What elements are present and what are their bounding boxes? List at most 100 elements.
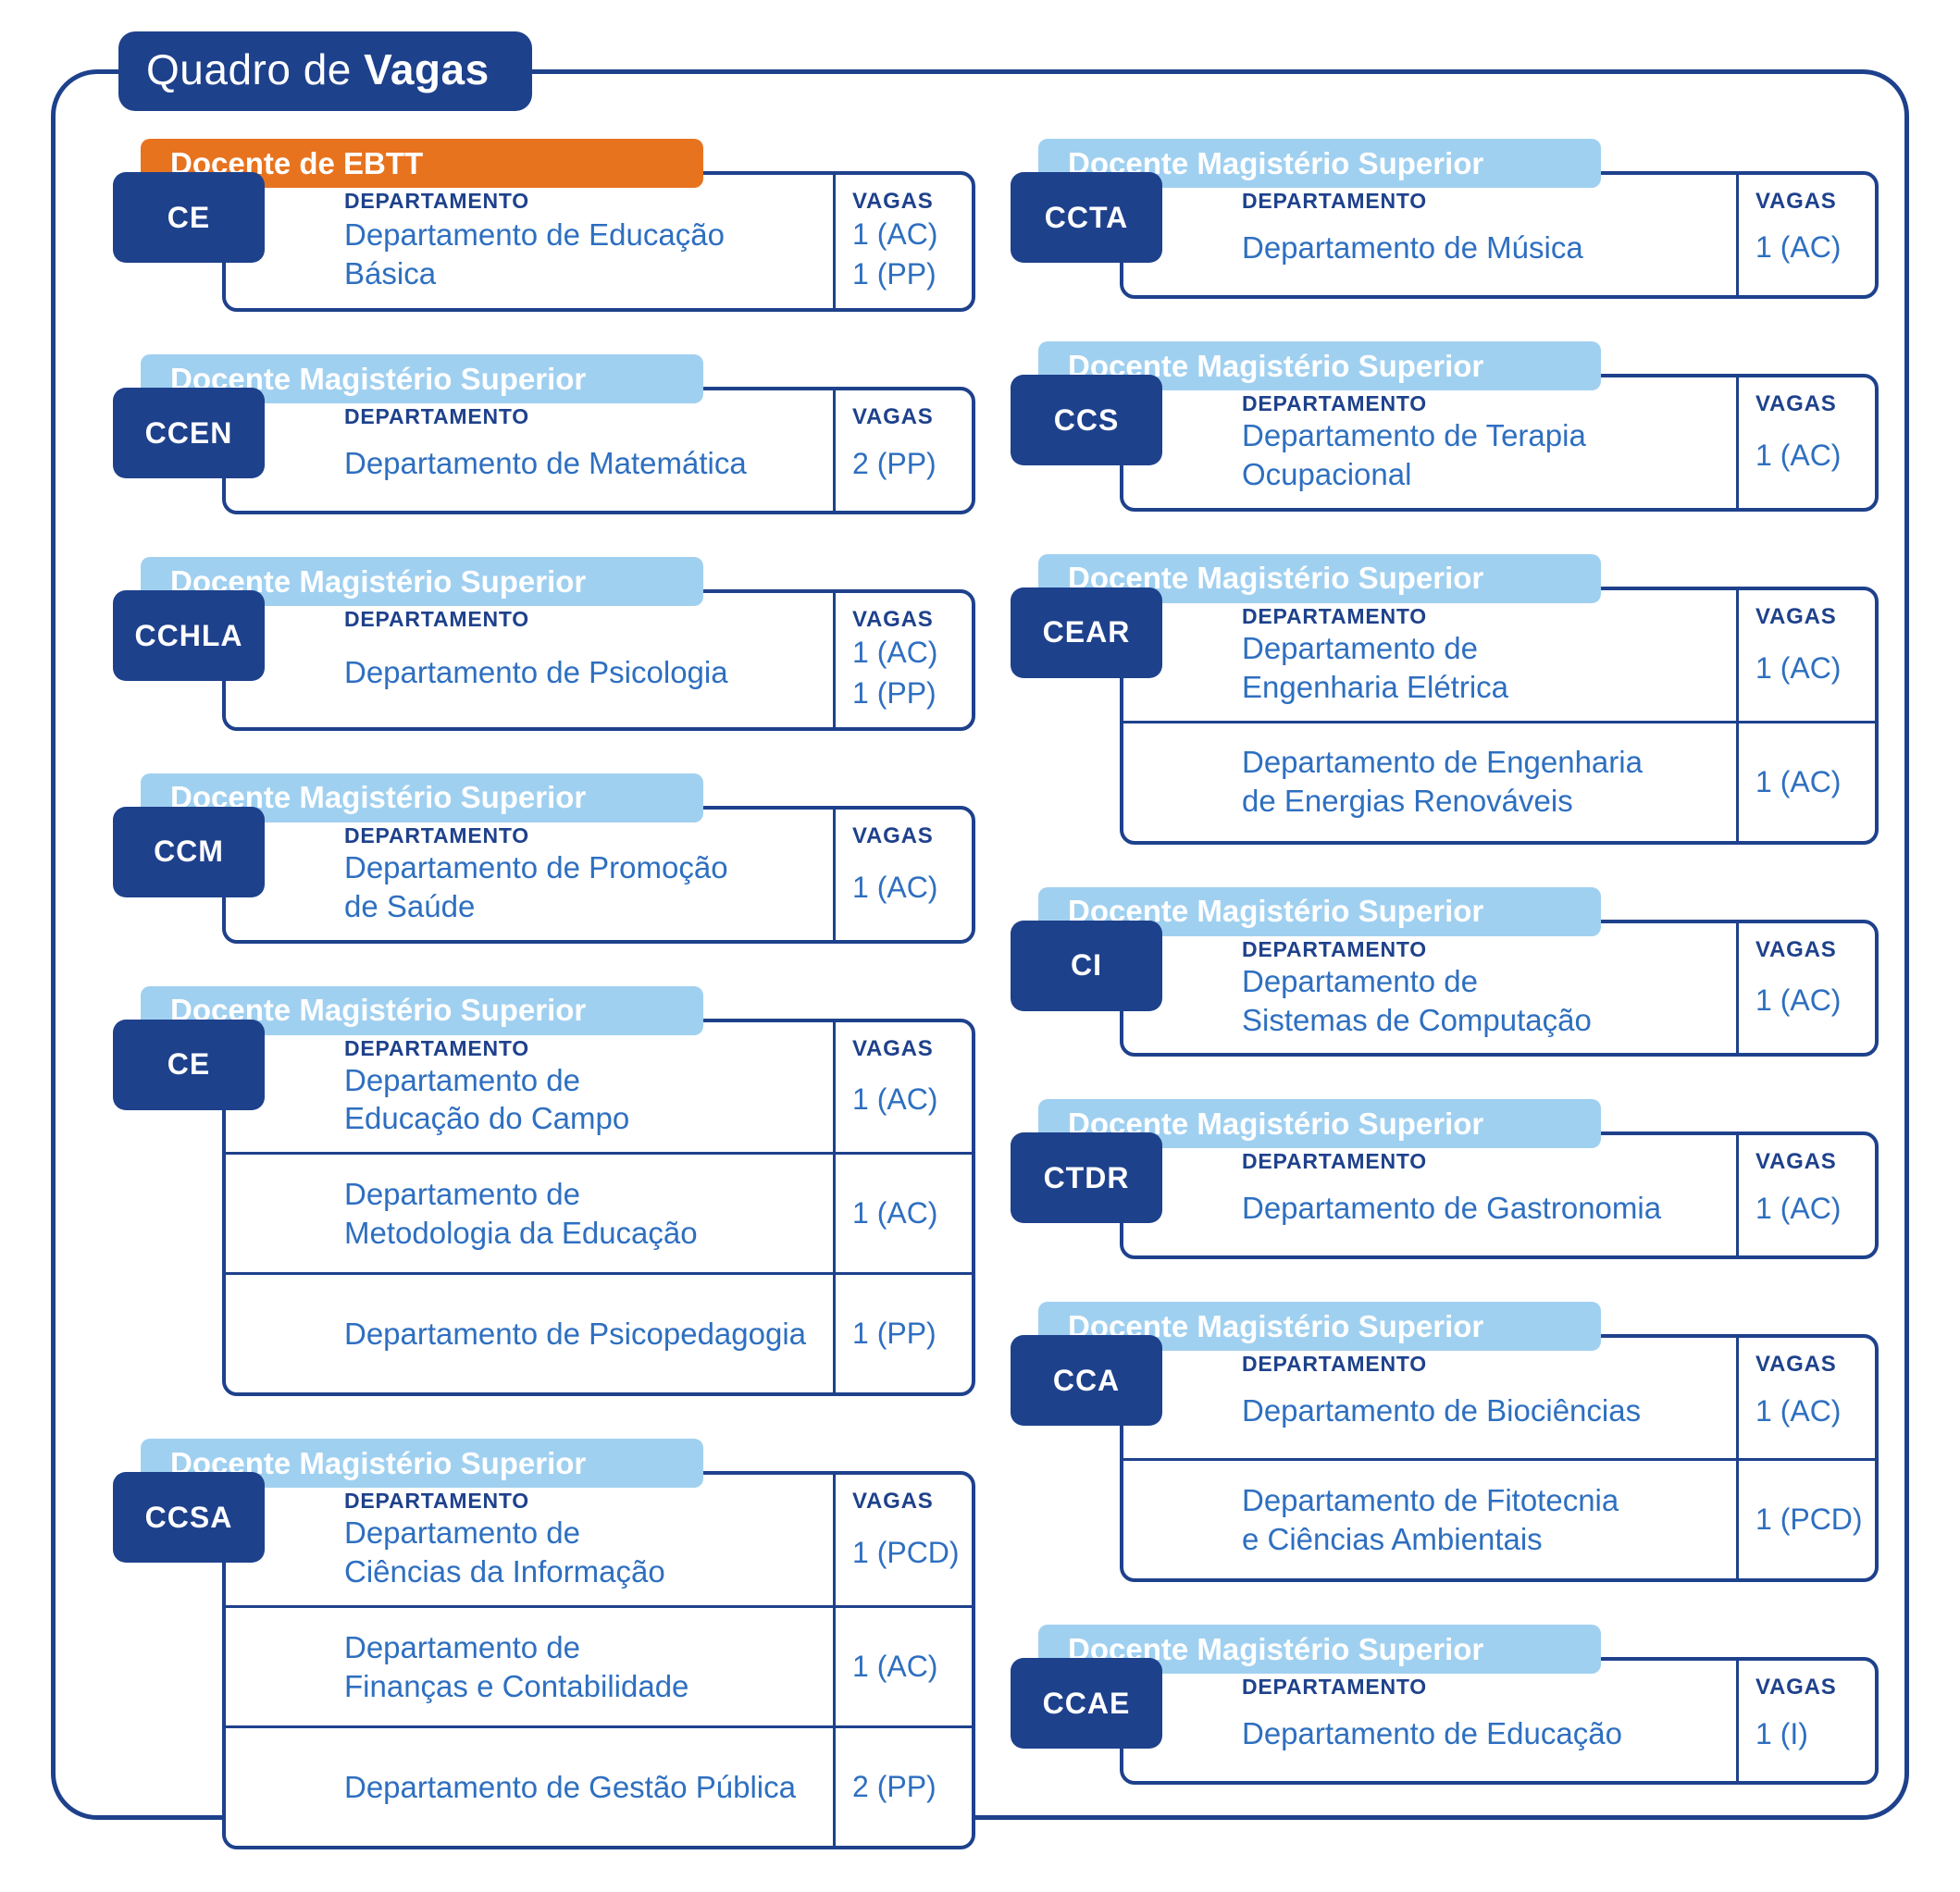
vacancies-value: 1 (I): [1755, 1716, 1808, 1750]
department-cell: Departamento de Fitotecnia e Ciências Am…: [1123, 1461, 1736, 1578]
page-title: Quadro de Vagas: [118, 31, 532, 111]
department-name: Departamento de Educação: [1242, 1715, 1622, 1750]
card-body: DEPARTAMENTO Departamento de Terapia Ocu…: [1120, 374, 1879, 512]
vacancies-column-header: VAGAS: [1755, 1352, 1837, 1378]
vacancies-column-header: VAGAS: [1755, 936, 1837, 962]
card-body: DEPARTAMENTO Departamento de Biociências…: [1120, 1334, 1879, 1583]
vacancies-cell: VAGAS 1 (AC): [1736, 1135, 1875, 1256]
vacancies-value-wrap: 1 (I): [1755, 1700, 1867, 1767]
center-badge: CCS: [1011, 375, 1162, 465]
department-cell: DEPARTAMENTO Departamento de Matemática: [226, 390, 833, 511]
department-name-wrap: Departamento de Ciências da Informação: [344, 1514, 818, 1591]
page-title-emphasis: Vagas: [364, 45, 490, 93]
vacancies-column-header: VAGAS: [852, 1035, 934, 1061]
department-row: DEPARTAMENTO Departamento de Terapia Ocu…: [1123, 377, 1875, 508]
department-column-header: DEPARTAMENTO: [1242, 603, 1427, 628]
vacancies-cell: VAGAS 1 (AC): [1736, 377, 1875, 508]
department-cell: DEPARTAMENTO Departamento de Biociências: [1123, 1338, 1736, 1458]
card-body: DEPARTAMENTO Departamento de Educação do…: [222, 1018, 975, 1397]
department-name-wrap: Departamento de Promoção de Saúde: [344, 848, 818, 926]
center-badge-label: CEAR: [1042, 615, 1131, 649]
department-column-header: DEPARTAMENTO: [344, 1035, 529, 1060]
vacancy-card-ci: Docente Magistério Superior DEPARTAMENTO…: [1011, 886, 1879, 1057]
center-badge-label: CI: [1071, 948, 1102, 983]
department-name-wrap: Departamento de Psicopedagogia: [344, 1289, 818, 1379]
vacancies-value-wrap: 1 (AC): [852, 849, 964, 926]
vacancies-cell: VAGAS 1 (AC): [1736, 1338, 1875, 1459]
department-row: Departamento de Engenharia de Energias R…: [1123, 720, 1875, 841]
vacancies-value: 1 (PCD): [852, 1536, 960, 1570]
vacancies-cell: VAGAS 1 (AC): [833, 1021, 972, 1153]
vacancies-column-header: VAGAS: [1755, 391, 1837, 416]
center-badge: CI: [1011, 920, 1162, 1011]
department-row: DEPARTAMENTO Departamento de Música VAGA…: [1123, 175, 1875, 295]
department-row: DEPARTAMENTO Departamento de Promoção de…: [226, 809, 972, 940]
center-badge-label: CE: [167, 1047, 211, 1082]
vacancies-column-header: VAGAS: [852, 607, 934, 633]
department-cell: DEPARTAMENTO Departamento de Educação Bá…: [226, 175, 833, 308]
vacancies-value: 2 (PP): [852, 446, 937, 480]
department-cell: DEPARTAMENTO Departamento de Educação do…: [226, 1022, 833, 1153]
department-name-wrap: Departamento de Terapia Ocupacional: [1242, 416, 1721, 494]
department-cell: Departamento de Psicopedagogia: [226, 1275, 833, 1392]
vacancies-column-header: VAGAS: [852, 822, 934, 848]
vacancies-value-wrap: 1 (PCD): [1755, 1475, 1867, 1564]
vacancies-cell: 2 (PP): [833, 1728, 972, 1847]
vacancies-cell: 1 (PCD): [1736, 1461, 1875, 1579]
center-badge: CE: [113, 172, 265, 263]
department-name: Departamento de Psicologia: [344, 655, 728, 690]
vacancy-card-ccen: Docente Magistério Superior DEPARTAMENTO…: [113, 354, 975, 515]
department-cell: Departamento de Finanças e Contabilidade: [226, 1608, 833, 1725]
department-name-wrap: Departamento de Educação Básica: [344, 214, 818, 294]
vacancies-column-header: VAGAS: [1755, 603, 1837, 629]
department-name: Departamento de Ciências da Informação: [344, 1515, 665, 1589]
department-column-header: DEPARTAMENTO: [1242, 391, 1427, 415]
department-column-header: DEPARTAMENTO: [1242, 1149, 1427, 1174]
vacancy-card-cca: Docente Magistério Superior DEPARTAMENTO…: [1011, 1302, 1879, 1583]
vacancies-value-wrap: 1 (AC): [1755, 737, 1867, 827]
vacancies-value-wrap: 1 (AC) 1 (PP): [852, 633, 964, 712]
department-name: Departamento de Gastronomia: [1242, 1190, 1662, 1225]
department-cell: DEPARTAMENTO Departamento de Promoção de…: [226, 810, 833, 940]
center-badge: CCSA: [113, 1472, 265, 1564]
vacancies-column-header: VAGAS: [1755, 189, 1837, 214]
department-column-header: DEPARTAMENTO: [344, 404, 529, 429]
vacancies-column-header: VAGAS: [1755, 1149, 1837, 1175]
department-name-wrap: Departamento de Educação do Campo: [344, 1061, 818, 1139]
vacancies-value-wrap: 1 (AC): [1755, 417, 1867, 494]
vacancy-card-cchla: Docente Magistério Superior DEPARTAMENTO…: [113, 557, 975, 731]
center-badge: CCEN: [113, 388, 265, 479]
page-title-prefix: Quadro de: [146, 45, 365, 93]
card-body: DEPARTAMENTO Departamento de Sistemas de…: [1120, 919, 1879, 1057]
vacancies-cell: VAGAS 1 (PCD): [833, 1475, 972, 1606]
vacancies-column-header: VAGAS: [852, 189, 934, 214]
department-name: Departamento de Sistemas de Computação: [1242, 963, 1592, 1037]
card-body: DEPARTAMENTO Departamento de Matemática …: [222, 387, 975, 515]
department-column-header: DEPARTAMENTO: [344, 607, 529, 632]
department-cell: Departamento de Metodologia da Educação: [226, 1155, 833, 1272]
vacancy-card-ccta: Docente Magistério Superior DEPARTAMENTO…: [1011, 139, 1879, 299]
department-name-wrap: Departamento de Educação: [1242, 1700, 1721, 1767]
department-name: Departamento de Terapia Ocupacional: [1242, 418, 1586, 491]
card-body: DEPARTAMENTO Departamento de Promoção de…: [222, 805, 975, 944]
center-badge-label: CTDR: [1043, 1160, 1130, 1194]
department-row: DEPARTAMENTO Departamento de Matemática …: [226, 390, 972, 512]
vacancies-cell: VAGAS 1 (AC): [1736, 175, 1875, 295]
department-name-wrap: Departamento de Engenharia Elétrica: [1242, 629, 1721, 707]
vacancy-card-ccae: Docente Magistério Superior DEPARTAMENTO…: [1011, 1625, 1879, 1786]
department-cell: DEPARTAMENTO Departamento de Educação: [1123, 1661, 1736, 1781]
vacancies-value: 1 (AC) 1 (PP): [852, 217, 938, 291]
vacancies-cell: VAGAS 2 (PP): [833, 390, 972, 512]
department-row: DEPARTAMENTO Departamento de Engenharia …: [1123, 589, 1875, 721]
vacancies-cell: VAGAS 1 (AC): [1736, 589, 1875, 721]
vacancy-card-ccm: Docente Magistério Superior DEPARTAMENTO…: [113, 773, 975, 944]
vacancy-card-ce-ebtt: Docente de EBTT DEPARTAMENTO Departament…: [113, 139, 975, 313]
department-name: Departamento de Gestão Pública: [344, 1769, 796, 1804]
vacancies-cell: VAGAS 1 (AC): [833, 809, 972, 940]
department-name: Departamento de Engenharia Elétrica: [1242, 630, 1509, 704]
vacancies-cell: 1 (AC): [833, 1608, 972, 1726]
vacancies-value-wrap: 1 (AC) 1 (PP): [852, 215, 964, 294]
department-name: Departamento de Matemática: [344, 445, 747, 480]
vacancies-value-wrap: 1 (AC): [1755, 1378, 1867, 1444]
vacancies-value: 1 (AC): [1755, 650, 1842, 685]
